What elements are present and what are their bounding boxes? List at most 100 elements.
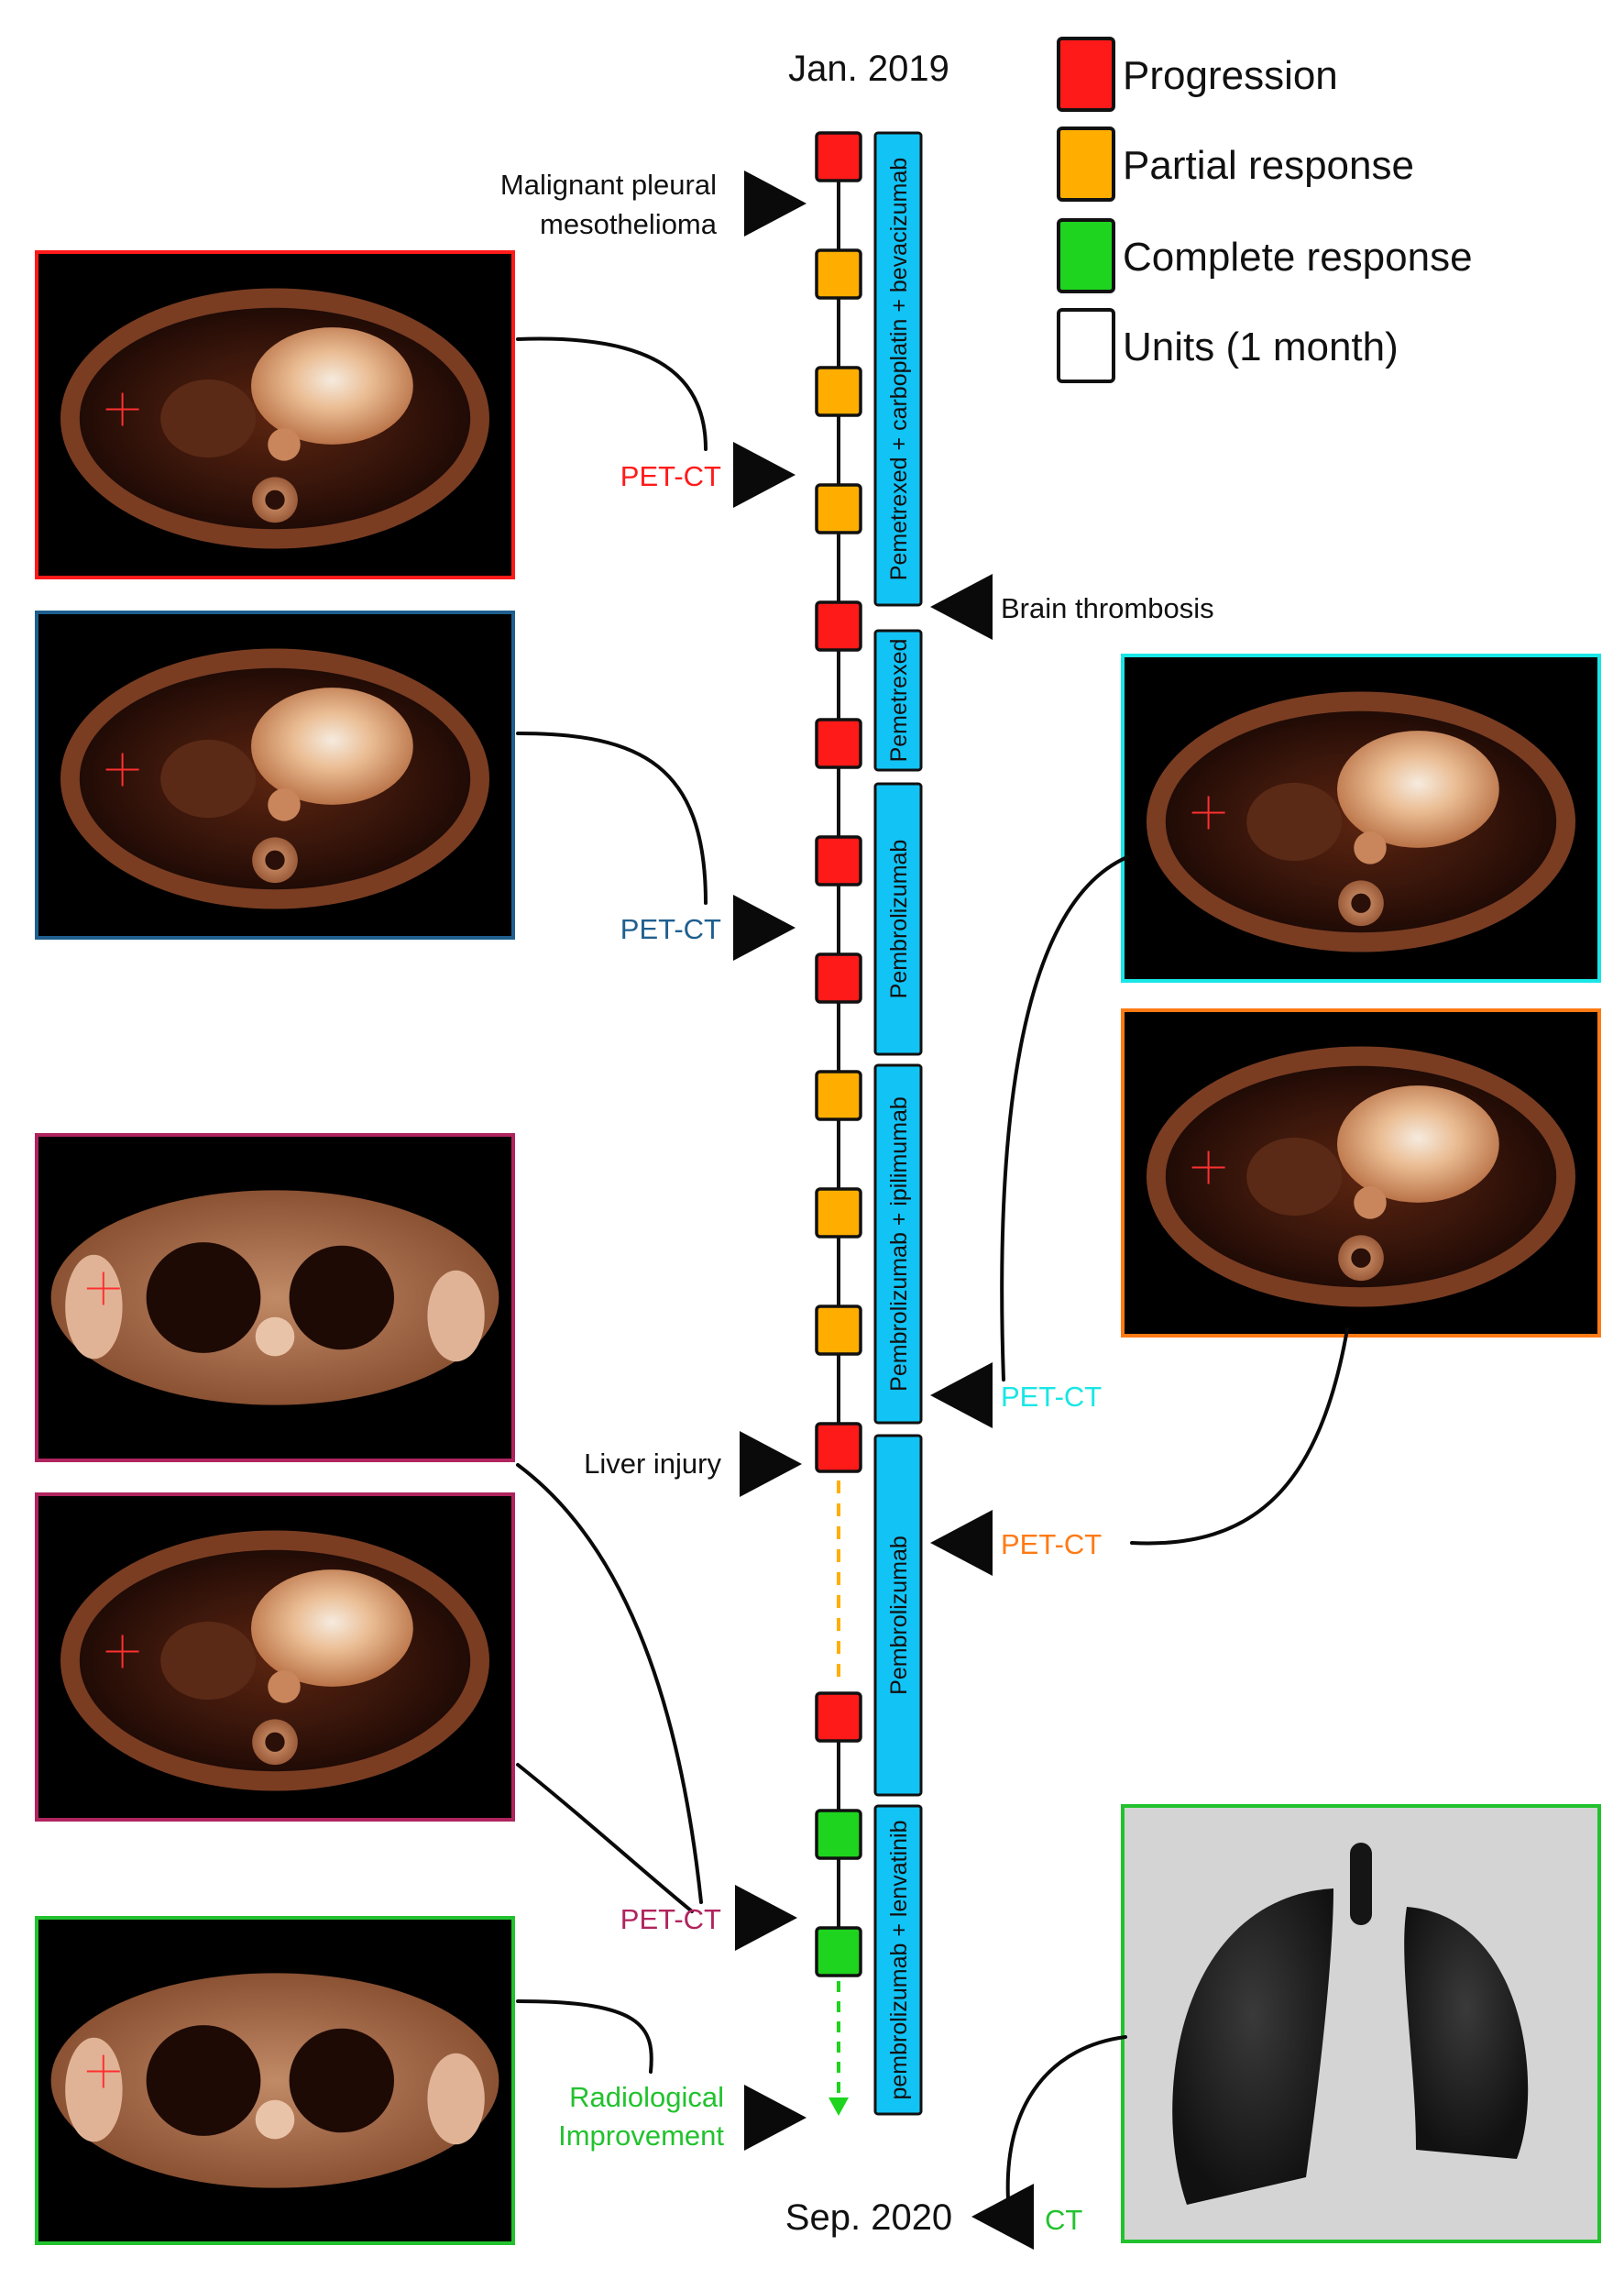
month-box-progression bbox=[815, 952, 862, 1004]
liver bbox=[160, 739, 257, 819]
month-box-partial bbox=[815, 366, 862, 417]
scan-ct-coronal bbox=[1121, 1804, 1601, 2243]
heart bbox=[1337, 731, 1499, 848]
connector-line bbox=[1005, 2035, 1127, 2202]
month-box-complete bbox=[815, 1926, 862, 1977]
lung-apex bbox=[146, 2025, 261, 2136]
heart bbox=[251, 1569, 413, 1687]
legend-swatch bbox=[1057, 37, 1115, 112]
event-label: PET-CT bbox=[620, 460, 721, 492]
legend-label: Units (1 month) bbox=[1123, 325, 1399, 369]
liver bbox=[1246, 1137, 1343, 1217]
month-box-complete bbox=[815, 1809, 862, 1860]
event-label: Radiological bbox=[569, 2081, 724, 2113]
connector-line bbox=[1000, 855, 1129, 1382]
body-outline bbox=[50, 1190, 499, 1405]
humerus bbox=[65, 1254, 123, 1360]
event-label: PET-CT bbox=[1001, 1381, 1102, 1413]
event-arrow-icon bbox=[930, 1510, 993, 1576]
connector-line bbox=[516, 732, 708, 905]
event-arrow-icon bbox=[930, 574, 993, 640]
therapy-bar bbox=[873, 629, 923, 772]
month-box-progression bbox=[815, 600, 862, 652]
scan-frame bbox=[1121, 1804, 1601, 2243]
aorta bbox=[268, 788, 301, 821]
scan-pet-ct-magenta-upper bbox=[35, 1133, 515, 1462]
legend-swatch bbox=[1057, 308, 1115, 383]
therapy-label: pembrolizumab + lenvatinib bbox=[886, 1820, 912, 2099]
event-arrow-icon bbox=[744, 2085, 807, 2151]
connector-line bbox=[516, 1999, 653, 2074]
scan-pet-ct-blue bbox=[35, 611, 515, 940]
event-label: mesothelioma bbox=[540, 208, 718, 240]
humerus bbox=[65, 2037, 123, 2142]
therapy-bar bbox=[873, 782, 923, 1056]
legend-label: Partial response bbox=[1123, 143, 1414, 188]
spinal-canal bbox=[265, 1732, 285, 1752]
therapy-bar bbox=[873, 1804, 923, 2116]
event-label: Malignant pleural bbox=[500, 169, 717, 201]
scan-images bbox=[35, 250, 1601, 2245]
scan-frame bbox=[35, 1492, 515, 1822]
humerus bbox=[427, 2053, 485, 2145]
scan-frame bbox=[35, 1133, 515, 1462]
event-arrow-icon bbox=[740, 1431, 802, 1497]
heart bbox=[251, 688, 413, 805]
spinal-canal bbox=[265, 850, 285, 870]
connector-line bbox=[516, 1763, 694, 1913]
month-box-partial bbox=[815, 1070, 862, 1121]
aorta bbox=[1354, 831, 1387, 864]
legend-label: Progression bbox=[1123, 53, 1338, 98]
scan-pet-ct-red bbox=[35, 250, 515, 579]
timeline-end-label: Sep. 2020 bbox=[785, 2197, 952, 2238]
month-box-partial bbox=[815, 1305, 862, 1356]
scan-frame bbox=[35, 250, 515, 579]
legend-swatch bbox=[1057, 218, 1115, 293]
liver bbox=[160, 379, 257, 458]
therapy-bar bbox=[873, 1434, 923, 1797]
therapy-label: Pembrolizumab + ipilimumab bbox=[886, 1096, 912, 1392]
spinal-canal bbox=[1351, 1248, 1371, 1268]
vertebra bbox=[255, 1316, 295, 1357]
month-box-partial bbox=[815, 1187, 862, 1239]
scan-frame bbox=[35, 611, 515, 940]
event-label: PET-CT bbox=[1001, 1528, 1102, 1560]
liver bbox=[160, 1621, 257, 1701]
therapy-bar bbox=[873, 131, 923, 607]
therapy-label: Pembrolizumab bbox=[886, 840, 912, 999]
arrow-head-icon bbox=[828, 2097, 849, 2116]
event-arrow-icon bbox=[733, 895, 796, 961]
scan-frame bbox=[35, 1916, 515, 2245]
aorta bbox=[1354, 1186, 1387, 1219]
lung-apex bbox=[289, 1245, 394, 1350]
scan-pet-ct-cyan bbox=[1121, 654, 1601, 983]
event-arrow-icon bbox=[733, 442, 796, 508]
therapy-bar bbox=[873, 1063, 923, 1425]
event-label: Brain thrombosis bbox=[1001, 592, 1214, 624]
vertebra bbox=[255, 2099, 295, 2140]
spinal-canal bbox=[1351, 893, 1371, 913]
trachea bbox=[1350, 1843, 1372, 1925]
event-arrow-icon bbox=[744, 171, 807, 237]
humerus bbox=[427, 1270, 485, 1362]
connector-line bbox=[516, 336, 708, 451]
scan-pet-ct-green bbox=[35, 1916, 515, 2245]
liver bbox=[1246, 782, 1343, 862]
heart bbox=[251, 327, 413, 445]
month-box-progression bbox=[815, 718, 862, 769]
event-label: PET-CT bbox=[620, 913, 721, 945]
therapy-label: Pembrolizumab bbox=[886, 1536, 912, 1695]
lung-apex bbox=[146, 1242, 261, 1353]
month-box-partial bbox=[815, 248, 862, 300]
scan-pet-ct-magenta-lower bbox=[35, 1492, 515, 1822]
aorta bbox=[268, 1670, 301, 1703]
lung-left bbox=[1404, 1907, 1529, 2159]
legend-label: Complete response bbox=[1123, 235, 1473, 280]
event-label: Liver injury bbox=[584, 1448, 721, 1480]
therapy-label: Pemetrexed bbox=[886, 639, 912, 763]
connector-line bbox=[516, 1463, 703, 1904]
